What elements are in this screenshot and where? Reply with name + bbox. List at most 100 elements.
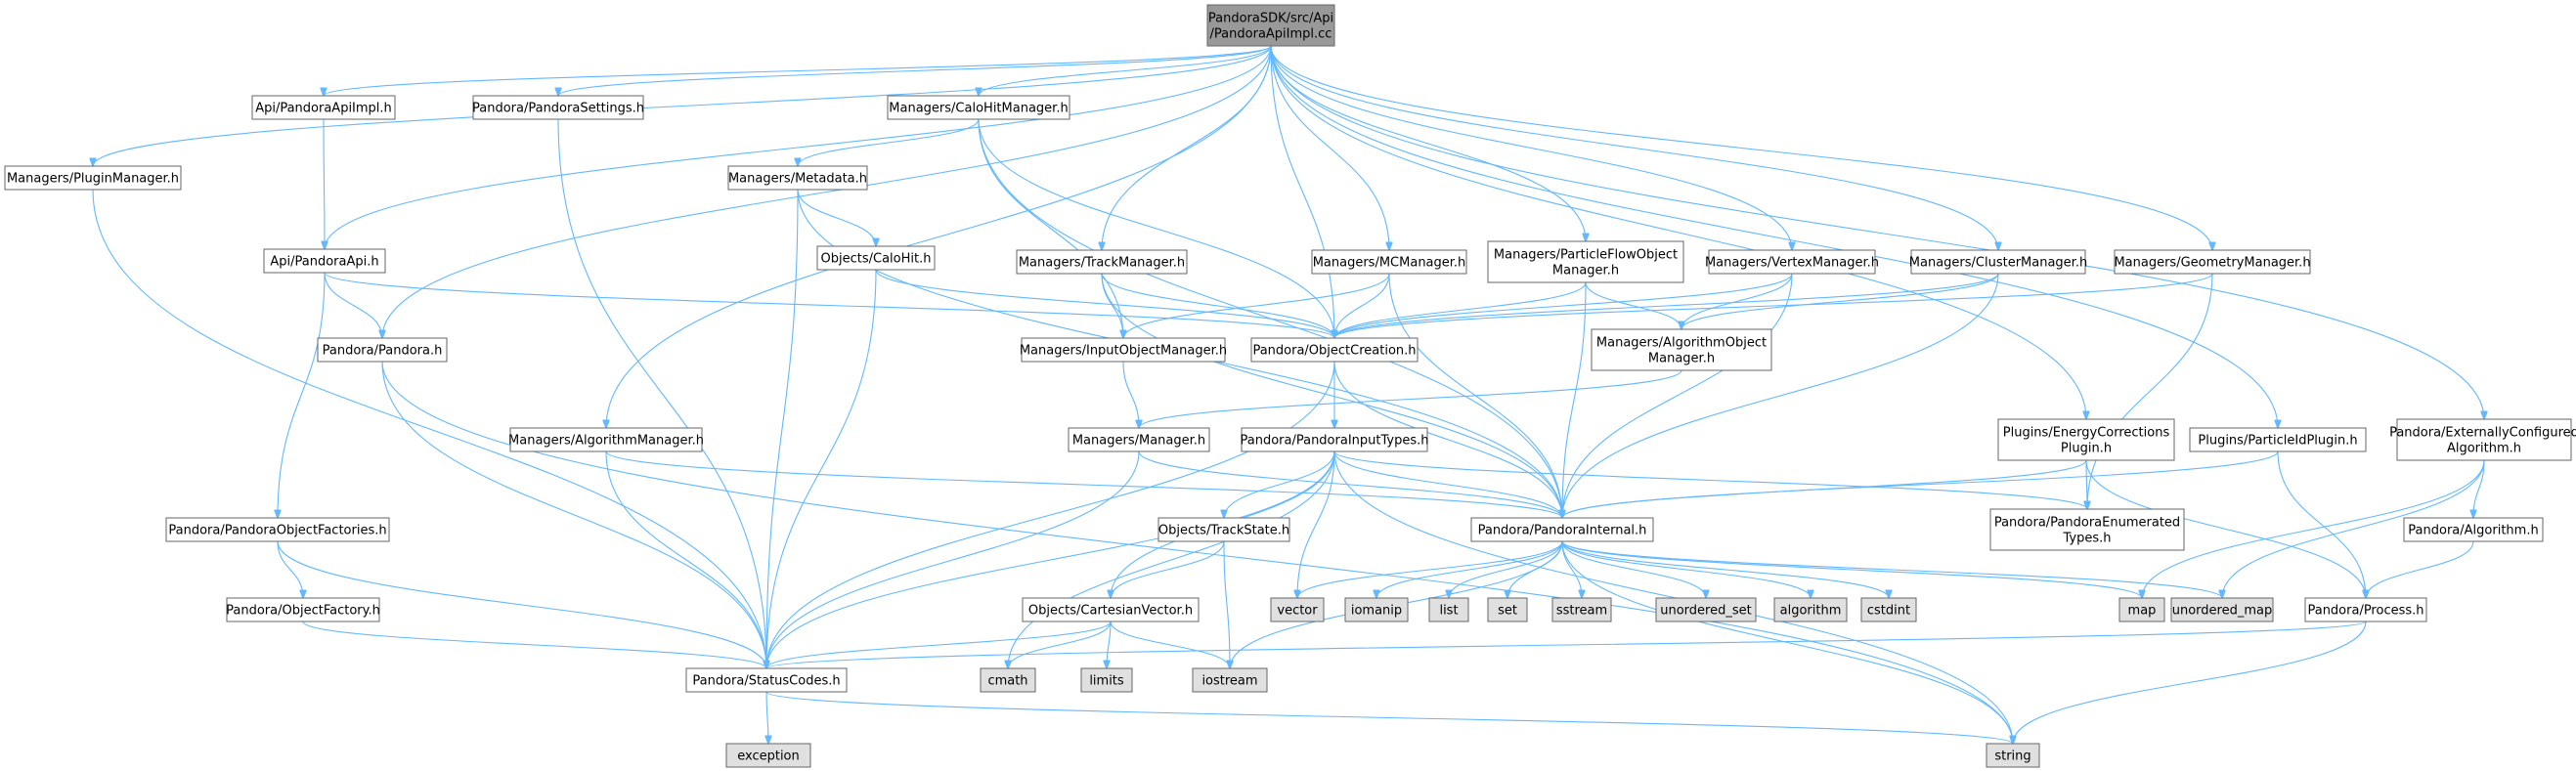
node-box (1080, 667, 1133, 693)
edge-track_mgr-to-obj_creation (1101, 273, 1334, 338)
edge-manager_h-to-status_codes (766, 450, 1140, 668)
node-label: Pandora/PandoraInputTypes.h (1240, 434, 1428, 449)
node-calohit[interactable]: Objects/CaloHit.h (816, 245, 936, 271)
edge-alg_mgr-to-status_codes (605, 450, 766, 668)
node-cluster-mgr[interactable]: Managers/ClusterManager.h (1909, 249, 2087, 275)
node-label: Managers/TrackManager.h (1019, 256, 1185, 271)
node-obj-factories[interactable]: Pandora/PandoraObjectFactories.h (165, 517, 390, 542)
node-process-h[interactable]: Pandora/Process.h (2304, 597, 2427, 622)
node-box (1910, 249, 2086, 275)
node-manager-h[interactable]: Managers/Manager.h (1068, 427, 1210, 452)
edge-cart_vector-to-limits (1107, 621, 1112, 668)
node-box (251, 95, 396, 120)
node-box (1241, 427, 1428, 452)
node-label: exception (737, 750, 800, 764)
node-pid-plugin[interactable]: Plugins/ParticleIdPlugin.h (2189, 427, 2367, 452)
node-label: algorithm (1780, 604, 1842, 619)
node-label: iostream (1201, 674, 1257, 689)
edge-root-to-plugin_mgr (93, 45, 1272, 166)
node-obj-creation[interactable]: Pandora/ObjectCreation.h (1250, 337, 1419, 363)
node-input-types[interactable]: Pandora/PandoraInputTypes.h (1240, 427, 1429, 452)
edge-internal_h-to-string (1561, 540, 2013, 744)
node-label: sstream (1556, 604, 1607, 619)
node-status-codes[interactable]: Pandora/StatusCodes.h (685, 667, 848, 693)
node-settings[interactable]: Pandora/PandoraSettings.h (472, 95, 644, 120)
edge-track_state-to-iostream (1223, 540, 1230, 668)
node-box (1986, 743, 2040, 768)
node-pandora-h[interactable]: Pandora/Pandora.h (317, 337, 448, 363)
node-label: map (2128, 604, 2157, 619)
node-label: Plugin.h (2061, 442, 2112, 456)
node-track-mgr[interactable]: Managers/TrackManager.h (1016, 249, 1188, 275)
node-iostream: iostream (1192, 667, 1268, 693)
node-box (1860, 597, 1917, 622)
edge-internal_h-to-algorithm (1561, 540, 1811, 598)
node-alg-mgr[interactable]: Managers/AlgorithmManager.h (508, 427, 704, 452)
edge-pandora_h-to-status_codes (381, 361, 766, 668)
edge-energy_corr-to-process_h (2085, 459, 2366, 598)
node-label: limits (1089, 674, 1124, 689)
edge-root-to-pfo_mgr (1270, 45, 1586, 241)
edges-layer (92, 45, 2485, 744)
edge-root-to-settings (558, 45, 1272, 96)
node-metadata[interactable]: Managers/Metadata.h (727, 165, 868, 191)
node-box (317, 337, 448, 363)
edge-pid_plugin-to-process_h (2277, 450, 2366, 598)
node-label: Plugins/EnergyCorrections (2003, 426, 2170, 441)
edge-root-to-obj_creation (1270, 45, 1334, 338)
node-obj-factory[interactable]: Pandora/ObjectFactory.h (226, 597, 380, 622)
node-track-state[interactable]: Objects/TrackState.h (1157, 517, 1290, 542)
node-internal-h[interactable]: Pandora/PandoraInternal.h (1470, 517, 1654, 542)
edge-root-to-calohit_mgr (979, 45, 1272, 96)
node-label: Plugins/ParticleIdPlugin.h (2198, 434, 2357, 449)
node-box (727, 165, 868, 191)
edge-pfo_mgr-to-obj_creation (1334, 281, 1587, 338)
node-label: string (1994, 750, 2030, 764)
edge-internal_h-to-cstdint (1561, 540, 1889, 598)
edge-vertex_mgr-to-obj_creation (1334, 273, 1793, 338)
edge-input_types-to-enum_types (1333, 450, 2087, 509)
node-label: iomanip (1351, 604, 1402, 619)
edge-alg_mgr-to-internal_h (605, 450, 1562, 518)
node-input-obj-mgr[interactable]: Managers/InputObjectManager.h (1020, 337, 1227, 363)
edge-root-to-pandora_h (382, 45, 1272, 338)
node-label: Managers/MCManager.h (1313, 256, 1466, 271)
node-api-h[interactable]: Api/PandoraApi.h (263, 248, 386, 274)
node-string: string (1986, 743, 2040, 768)
node-label: Managers/ParticleFlowObject (1494, 248, 1678, 263)
node-plugin-mgr[interactable]: Managers/PluginManager.h (4, 165, 182, 191)
edge-cart_vector-to-status_codes (766, 621, 1112, 668)
node-box (1192, 667, 1268, 693)
edge-plugin_mgr-to-status_codes (92, 189, 766, 668)
node-calohit-mgr[interactable]: Managers/CaloHitManager.h (887, 95, 1070, 120)
edge-ext_alg-to-algorithm_h (2473, 459, 2485, 518)
edge-calohit_mgr-to-metadata (798, 118, 980, 166)
node-box (1250, 337, 1419, 363)
edge-pid_plugin-to-internal_h (1562, 450, 2279, 518)
edge-cluster_mgr-to-internal_h (1562, 273, 1999, 518)
node-root[interactable]: PandoraSDK/src/Api/PandoraApiImpl.cc (1206, 4, 1335, 47)
node-box (2189, 427, 2367, 452)
node-box (1773, 597, 1848, 622)
edge-input_types-to-internal_h (1333, 450, 1562, 518)
node-set: set (1487, 597, 1528, 622)
edge-cart_vector-to-cmath (1008, 621, 1112, 668)
node-box (1022, 597, 1200, 622)
edge-process_h-to-string (2013, 621, 2367, 744)
node-vertex-mgr[interactable]: Managers/VertexManager.h (1705, 249, 1879, 275)
edge-algorithm_h-to-process_h (2366, 540, 2474, 598)
node-box (1708, 249, 1876, 275)
node-algorithm-h[interactable]: Pandora/Algorithm.h (2403, 517, 2544, 542)
node-box (980, 667, 1036, 693)
node-apiimpl-h[interactable]: Api/PandoraApiImpl.h (251, 95, 396, 120)
node-geometry-mgr[interactable]: Managers/GeometryManager.h (2114, 249, 2311, 275)
edge-internal_h-to-iomanip (1376, 540, 1563, 598)
node-mc-mgr[interactable]: Managers/MCManager.h (1311, 249, 1467, 275)
node-label: unordered_set (1660, 604, 1751, 619)
node-cart-vector[interactable]: Objects/CartesianVector.h (1022, 597, 1200, 622)
